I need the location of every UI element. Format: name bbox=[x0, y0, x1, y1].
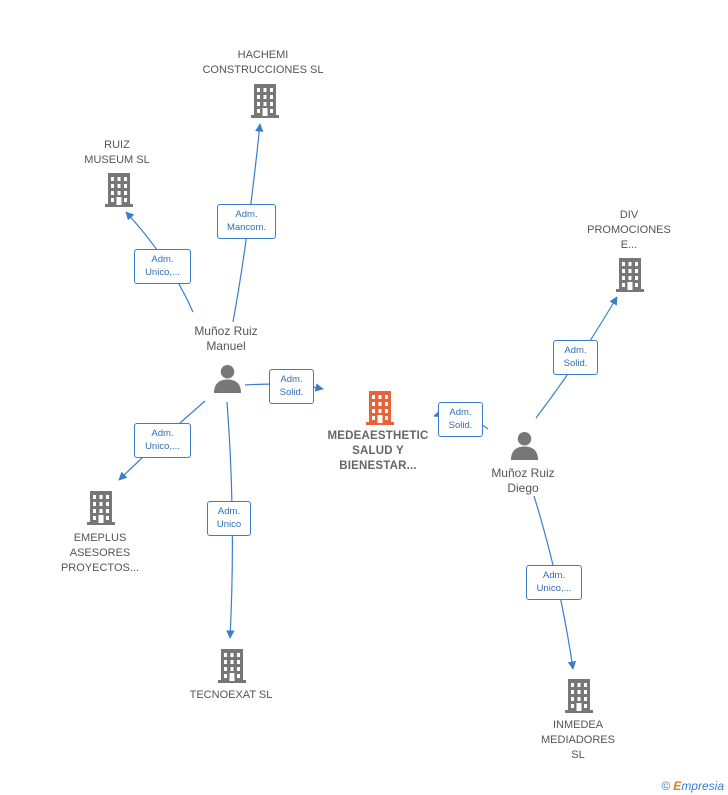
edge-label-manuel-medea[interactable]: Adm. Solid. bbox=[269, 369, 314, 404]
building-icon-inmedea[interactable] bbox=[565, 679, 593, 713]
company-label-div-promociones[interactable]: DIV PROMOCIONES E... bbox=[587, 209, 671, 251]
edge-label-manuel-hachemi[interactable]: Adm. Mancom. bbox=[217, 204, 276, 239]
building-icon-div-promociones[interactable] bbox=[616, 258, 644, 292]
building-icon-emeplus[interactable] bbox=[87, 491, 115, 525]
company-label-tecnoexat[interactable]: TECNOEXAT SL bbox=[189, 689, 273, 701]
edge-label-manuel-ruiz[interactable]: Adm. Unico,... bbox=[134, 249, 191, 284]
copyright-icon: © bbox=[661, 779, 671, 793]
company-label-medeaesthetic[interactable]: MEDEAESTHETIC SALUD Y BIENESTAR... bbox=[327, 430, 429, 472]
building-icon-hachemi[interactable] bbox=[251, 84, 279, 118]
edge-label-diego-medea[interactable]: Adm. Solid. bbox=[438, 402, 483, 437]
person-icon-diego[interactable] bbox=[510, 431, 539, 460]
edge-label-diego-inmedea[interactable]: Adm. Unico,... bbox=[526, 565, 582, 600]
brand-name: mpresia bbox=[681, 779, 724, 793]
person-icon-manuel[interactable] bbox=[213, 364, 242, 393]
company-label-hachemi[interactable]: HACHEMI CONSTRUCCIONES SL bbox=[202, 49, 324, 76]
company-label-ruiz-museum[interactable]: RUIZ MUSEUM SL bbox=[84, 139, 150, 166]
empresia-logo: ©Empresia bbox=[661, 779, 724, 793]
building-icon-medeaesthetic[interactable] bbox=[366, 391, 394, 425]
edge-label-diego-div[interactable]: Adm. Solid. bbox=[553, 340, 598, 375]
edge-label-manuel-emeplus[interactable]: Adm. Unico,... bbox=[134, 423, 191, 458]
person-label-diego[interactable]: Muñoz Ruiz Diego bbox=[491, 466, 555, 495]
brand-initial: E bbox=[673, 779, 682, 793]
edge-label-manuel-tecnoexat[interactable]: Adm. Unico bbox=[207, 501, 251, 536]
building-icon-ruiz-museum[interactable] bbox=[105, 173, 133, 207]
company-label-emeplus[interactable]: EMEPLUS ASESORES PROYECTOS... bbox=[60, 532, 140, 574]
person-label-manuel[interactable]: Muñoz Ruiz Manuel bbox=[194, 324, 258, 353]
building-icon-tecnoexat[interactable] bbox=[218, 649, 246, 683]
company-label-inmedea[interactable]: INMEDEA MEDIADORES SL bbox=[541, 719, 615, 761]
